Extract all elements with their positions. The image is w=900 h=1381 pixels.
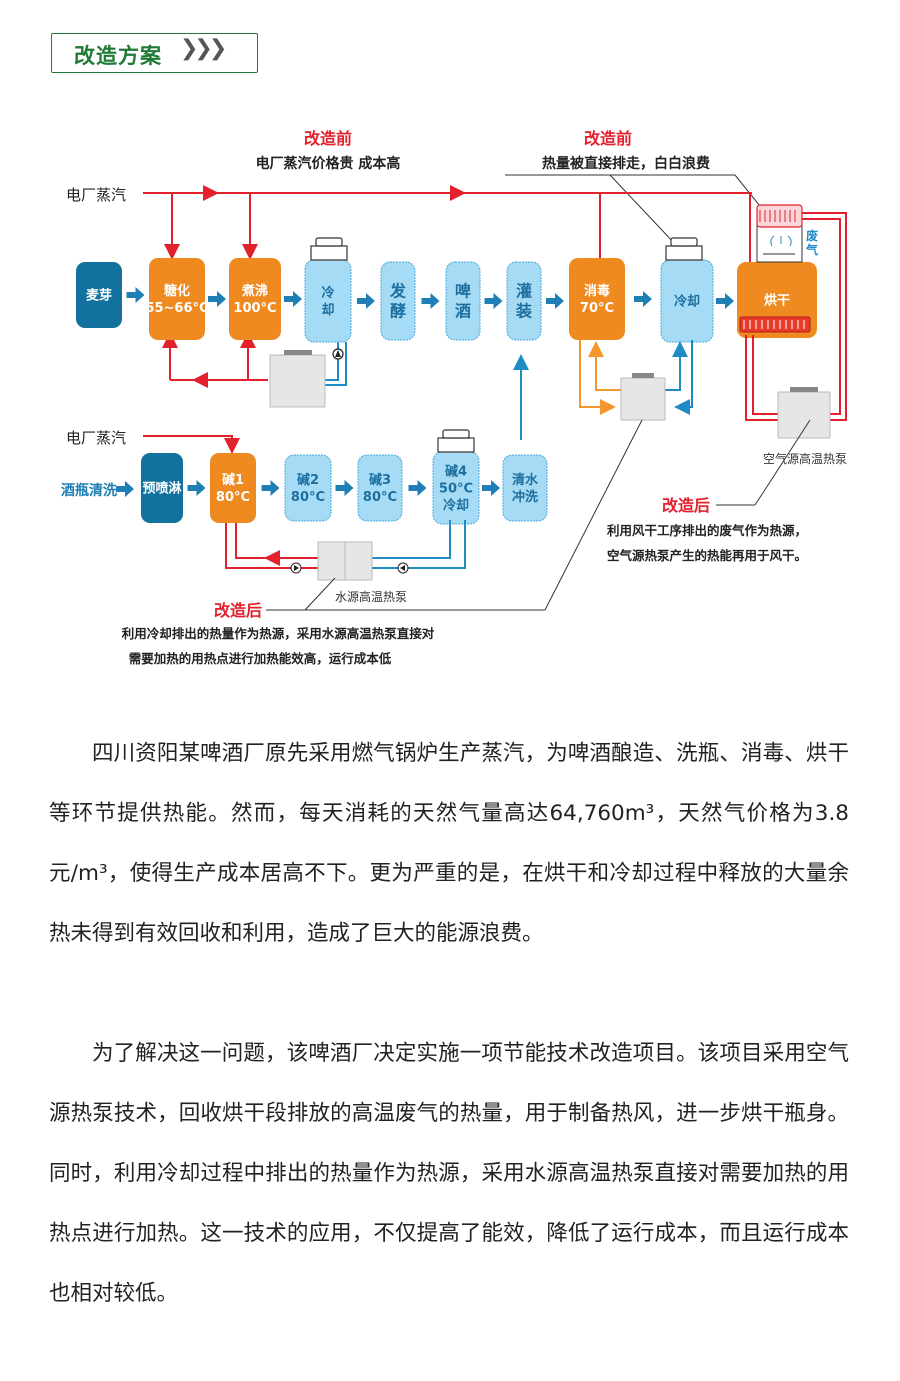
flow-arrow-icon [357, 293, 375, 309]
brew-step-2: 煮沸 100°C [229, 258, 281, 340]
flow-arrow-icon [335, 480, 354, 496]
brew-step-label: 却 [321, 302, 334, 318]
brew-step-label: 酒 [455, 302, 471, 321]
wash-step-4: 碱4 50°C冷却 [432, 451, 480, 525]
wash-step-0: 预喷淋 [141, 453, 183, 523]
wash-step-label: 碱1 [222, 472, 244, 488]
flow-arrow-icon [284, 291, 302, 307]
brew-step-0: 麦芽 [76, 262, 122, 328]
wash-step-label: 碱2 [297, 472, 319, 488]
steam-label-top: 电厂蒸汽 [66, 186, 126, 204]
brew-step-6: 灌装 [506, 261, 542, 341]
after2-line2: 空气源热泵产生的热能再用于风干。 [607, 548, 807, 563]
after2-line1: 利用风干工序排出的废气作为热源， [607, 523, 807, 538]
flow-arrow-icon [634, 291, 652, 307]
brew-step-label: 灌 [516, 282, 532, 301]
brew-step-label: 70°C [580, 301, 614, 316]
air-pump-label: 空气源高温热泵 [763, 451, 847, 466]
after2-title: 改造后 [662, 496, 710, 515]
air-source-heat-pump [777, 387, 831, 439]
chevron-right-icon: ❯❯❯ [180, 36, 227, 61]
brew-step-label: 麦芽 [86, 288, 112, 304]
wash-step-label: 碱3 [369, 472, 391, 488]
flow-arrow-icon [116, 481, 134, 497]
before1-desc: 电厂蒸汽价格贵 成本高 [256, 155, 401, 172]
brew-step-label: 烘干 [764, 293, 790, 309]
brew-step-1: 糖化 55~66°C [145, 258, 209, 340]
brew-step-label: 55~66°C [145, 301, 208, 316]
wash-step-2: 碱2 80°C [284, 454, 332, 522]
wash-step-label: 80°C [363, 490, 397, 505]
wash-step-label: 50°C [439, 482, 473, 497]
wash-label: 酒瓶清洗 [61, 482, 117, 499]
flow-arrow-icon [484, 293, 503, 309]
brew-step-5: 啤酒 [445, 261, 481, 341]
brew-step-label: 消毒 [584, 283, 610, 299]
brew-step-label: 糖化 [164, 283, 190, 299]
brew-step-label: 100°C [233, 301, 276, 316]
brew-step-label: 冷却 [674, 294, 700, 310]
flow-arrow-icon [187, 480, 206, 496]
brew-step-label: 啤 [455, 282, 471, 301]
wash-step-label: 80°C [291, 490, 325, 505]
article-paragraph-1: 四川资阳某啤酒厂原先采用燃气锅炉生产蒸汽，为啤酒酿造、洗瓶、消毒、烘干等环节提供… [49, 741, 849, 946]
cooling-tower-icon [310, 237, 703, 453]
flow-arrow-icon [421, 293, 440, 309]
before2-title: 改造前 [584, 129, 632, 148]
flow-arrow-icon [126, 287, 145, 303]
brew-step-label: 煮沸 [241, 283, 268, 299]
after1-line2: 需要加热的用热点进行加热能效高，运行成本低 [129, 651, 392, 666]
water-pump-label: 水源高温热泵 [335, 589, 407, 604]
wash-step-label: 80°C [216, 490, 250, 505]
after1-title: 改造后 [214, 601, 262, 620]
exhaust-heat-exchanger-icon [756, 204, 803, 263]
brew-step-8: 冷却 [660, 259, 714, 343]
heat-pump-unit-1 [269, 350, 326, 408]
flow-arrow-icon [546, 293, 564, 309]
steam-pipe-top [143, 185, 752, 262]
flow-arrow-icon [208, 291, 226, 307]
process-diagram: 改造前 电厂蒸汽价格贵 成本高 改造前 热量被直接排走，白白浪费 电厂蒸汽 电厂… [61, 129, 847, 666]
wash-step-label: 冷却 [443, 498, 469, 514]
brew-step-label: 酵 [390, 302, 406, 321]
wash-step-3: 碱3 80°C [357, 454, 403, 522]
heat-pump-unit-2 [620, 373, 666, 421]
brew-step-label: 发 [389, 282, 407, 301]
brew-step-label: 冷 [321, 285, 334, 301]
before2-desc: 热量被直接排走，白白浪费 [542, 155, 710, 172]
exhaust-label-2: 气 [805, 242, 818, 257]
article-paragraph-2: 为了解决这一问题，该啤酒厂决定实施一项节能技术改造项目。该项目采用空气源热泵技术… [49, 1041, 849, 1306]
brew-step-label: 装 [515, 302, 532, 321]
brew-step-3: 冷却 [304, 259, 352, 343]
after1-line1: 利用冷却排出的热量作为热源，采用水源高温热泵直接对 [122, 626, 435, 641]
brew-step-7: 消毒 70°C [569, 258, 625, 340]
steam-label-bottom: 电厂蒸汽 [66, 429, 126, 447]
flow-arrow-icon [261, 480, 280, 496]
wash-step-label: 冲洗 [512, 489, 538, 505]
wash-step-1: 碱1 80°C [210, 453, 256, 523]
flow-arrow-icon [482, 480, 500, 496]
before1-title: 改造前 [304, 129, 352, 148]
flow-arrow-icon [408, 480, 427, 496]
section-header: 改造方案 ❯❯❯ [51, 33, 258, 73]
section-title: 改造方案 [74, 44, 162, 68]
flow-arrow-icon [716, 293, 734, 309]
wash-step-label: 预喷淋 [142, 481, 181, 497]
brew-step-4: 发酵 [380, 261, 416, 341]
exhaust-label: 废 [806, 228, 818, 243]
wash-step-label: 清水 [512, 472, 539, 488]
wash-step-label: 碱4 [445, 464, 467, 480]
water-source-heat-pump [317, 541, 373, 581]
